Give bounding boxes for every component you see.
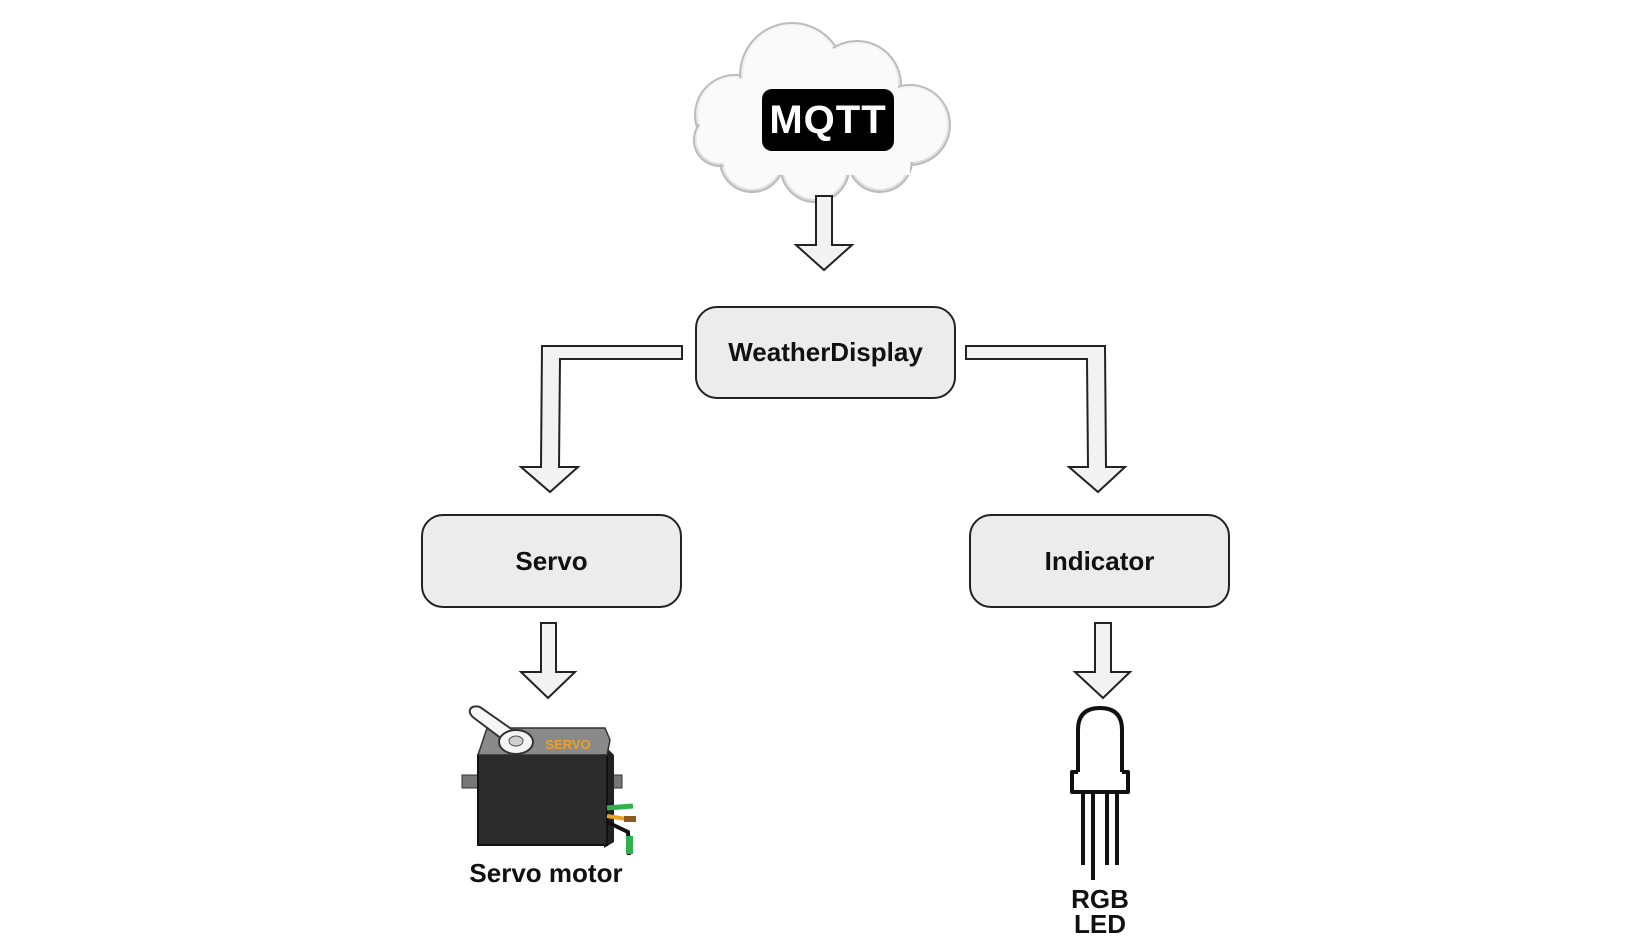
rgb-led-caption: RGB LED	[1040, 884, 1160, 939]
mqtt-label: MQTT	[762, 89, 894, 151]
arrow-mqtt-to-weatherdisplay	[793, 195, 855, 272]
rgb-led-icon	[1070, 706, 1130, 880]
arrow-weatherdisplay-to-indicator	[965, 345, 1128, 494]
rgb-led-caption-line1: RGB	[1071, 884, 1129, 914]
arrow-servo-to-motor	[518, 622, 578, 700]
arrow-weatherdisplay-to-servo	[518, 345, 683, 494]
weatherdisplay-node: WeatherDisplay	[695, 306, 956, 399]
indicator-node: Indicator	[969, 514, 1230, 608]
rgb-led-caption-line2: LED	[1074, 909, 1126, 939]
servo-motor-caption: Servo motor	[469, 858, 623, 888]
servo-motor-icon	[461, 705, 636, 856]
servo-node: Servo	[421, 514, 682, 608]
arrow-indicator-to-led	[1072, 622, 1133, 700]
servo-body-label: SERVO	[545, 737, 590, 752]
